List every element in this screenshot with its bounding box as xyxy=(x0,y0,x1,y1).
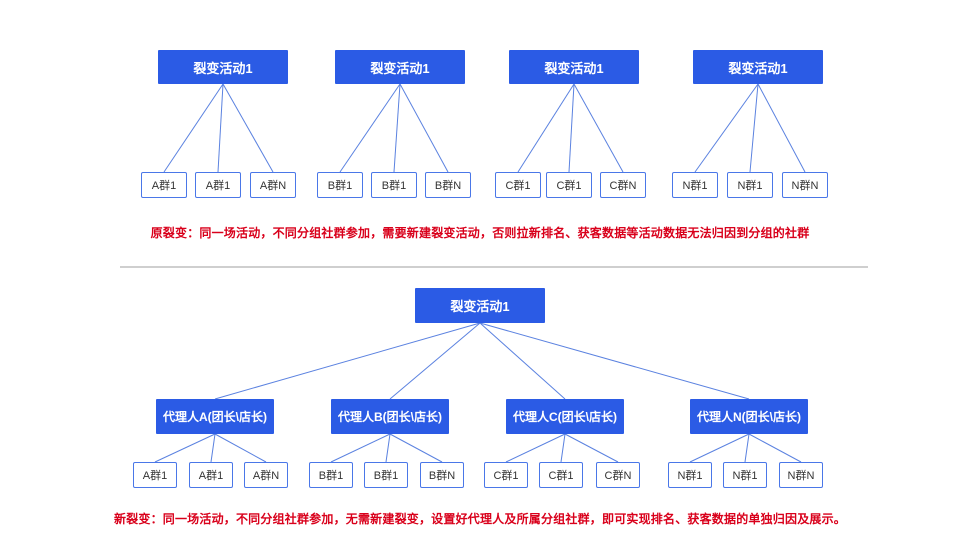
group-box: B群N xyxy=(425,172,471,198)
agent-box: 代理人N(团长\店长) xyxy=(690,399,808,434)
group-box: C群N xyxy=(596,462,640,488)
activity-box: 裂变活动1 xyxy=(158,50,288,84)
activity-box: 裂变活动1 xyxy=(335,50,465,84)
group-box: A群N xyxy=(244,462,288,488)
agent-box: 代理人A(团长\店长) xyxy=(156,399,274,434)
agent-box: 代理人B(团长\店长) xyxy=(331,399,449,434)
group-box: B群1 xyxy=(371,172,417,198)
section-divider xyxy=(120,266,868,268)
group-box: B群N xyxy=(420,462,464,488)
group-box: B群1 xyxy=(364,462,408,488)
group-box: A群N xyxy=(250,172,296,198)
group-box: N群1 xyxy=(672,172,718,198)
group-box: B群1 xyxy=(317,172,363,198)
group-box: C群N xyxy=(600,172,646,198)
group-box: N群1 xyxy=(723,462,767,488)
group-box: B群1 xyxy=(309,462,353,488)
group-box: A群1 xyxy=(195,172,241,198)
bottom-caption: 新裂变：同一场活动，不同分组社群参加，无需新建裂变，设置好代理人及所属分组社群，… xyxy=(113,512,846,526)
activity-box: 裂变活动1 xyxy=(693,50,823,84)
group-box: C群1 xyxy=(539,462,583,488)
group-box: N群1 xyxy=(727,172,773,198)
group-box: A群1 xyxy=(141,172,187,198)
group-box: N群1 xyxy=(668,462,712,488)
group-box: C群1 xyxy=(484,462,528,488)
group-box: N群N xyxy=(779,462,823,488)
group-box: C群1 xyxy=(495,172,541,198)
activity-box: 裂变活动1 xyxy=(415,288,545,323)
agent-box: 代理人C(团长\店长) xyxy=(506,399,624,434)
group-box: C群1 xyxy=(546,172,592,198)
group-box: N群N xyxy=(782,172,828,198)
top-caption: 原裂变：同一场活动，不同分组社群参加，需要新建裂变活动，否则拉新排名、获客数据等… xyxy=(150,226,810,240)
activity-box: 裂变活动1 xyxy=(509,50,639,84)
group-box: A群1 xyxy=(189,462,233,488)
group-box: A群1 xyxy=(133,462,177,488)
